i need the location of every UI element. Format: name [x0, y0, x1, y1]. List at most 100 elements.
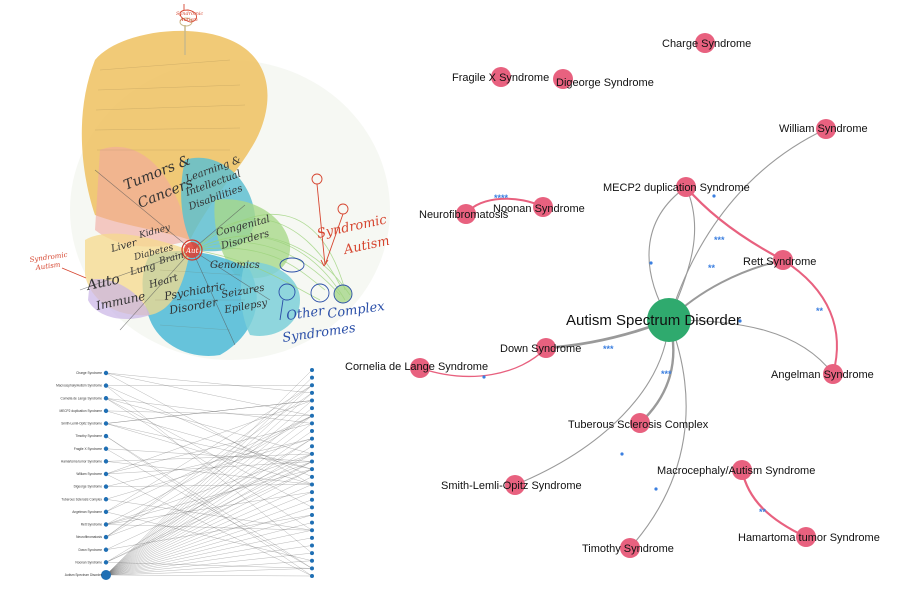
- bipartite-right-node: [310, 421, 314, 426]
- bipartite-left-label: Macrocephaly/Autism Syndrome: [56, 384, 102, 388]
- edge-asd-timothy: [629, 319, 687, 549]
- bipartite-edge: [105, 574, 313, 577]
- bipartite-right-node: [310, 444, 314, 449]
- node-timothy: [620, 538, 640, 558]
- bipartite-right-node: [310, 368, 314, 372]
- bipartite-left-label: William Syndrome: [76, 472, 102, 476]
- node-rett: [773, 250, 793, 270]
- bipartite-edge: [105, 448, 313, 569]
- bipartite-right-node: [310, 474, 314, 479]
- bipartite-right-node: [310, 482, 314, 487]
- bipartite-edge: [105, 499, 313, 531]
- label-fragilex: Fragile X Syndrome: [452, 72, 549, 84]
- bipartite-left-label: Noonan Syndrome: [75, 560, 102, 564]
- bipartite-edge: [105, 372, 313, 416]
- label-william: William Syndrome: [779, 123, 868, 135]
- label-angelman: Angelman Syndrome: [771, 369, 874, 381]
- note-hub: Aut: [185, 247, 199, 255]
- bipartite-left-node: [103, 484, 109, 489]
- bipartite-edge: [105, 398, 313, 424]
- node-hamartoma: [796, 527, 816, 547]
- bipartite-edge: [105, 473, 313, 577]
- bipartite-edge: [105, 415, 313, 525]
- bipartite-edge: [105, 392, 313, 538]
- bipartite-right-node: [310, 551, 314, 556]
- node-neurofib: [456, 204, 476, 224]
- bipartite-left-label: Charge Syndrome: [76, 371, 102, 375]
- bipartite-edge: [105, 410, 313, 416]
- bipartite-edge: [105, 415, 313, 576]
- bipartite-right-node: [310, 398, 314, 403]
- bipartite-edge: [105, 400, 313, 475]
- sig-mecp2-rett: ***: [714, 235, 725, 245]
- bipartite-edge: [105, 469, 313, 563]
- bipartite-edge: [105, 446, 313, 576]
- bipartite-edge: [105, 398, 313, 531]
- node-william: [816, 119, 836, 139]
- bipartite-right-node: [310, 490, 314, 495]
- congenital-cluster: [214, 199, 291, 279]
- bipartite-right-node: [310, 574, 314, 578]
- bipartite-left-label: Neurofibromatosis: [76, 535, 102, 539]
- bipartite-left-node: [103, 421, 109, 426]
- bipartite-edge: [105, 522, 313, 576]
- bipartite-edge: [105, 484, 313, 487]
- syndrome-network: **** *** ** ** *** *** **: [345, 33, 880, 558]
- edge-asd-william: [668, 128, 827, 321]
- note-auto: Auto: [84, 271, 122, 294]
- sig-asd-rett: **: [708, 263, 716, 273]
- bipartite-edge: [105, 514, 313, 550]
- bipartite-left-node: [103, 459, 109, 464]
- bipartite-edge: [105, 562, 313, 569]
- label-hub: Autism Spectrum Disorder: [566, 312, 741, 329]
- node-cornelia: [410, 358, 430, 378]
- node-tuberous: [630, 413, 650, 433]
- label-smith: Smith-Lemli-Opitz Syndrome: [441, 480, 582, 492]
- bipartite-right-node: [310, 543, 314, 548]
- node-fragilex: [491, 67, 511, 87]
- bipartite-right-node: [310, 505, 314, 510]
- bipartite-edge: [105, 514, 313, 576]
- bipartite-left-label: Digeorge Syndrome: [74, 485, 103, 489]
- bipartite-right-node: [310, 406, 314, 411]
- bipartite-edge: [105, 499, 313, 576]
- bipartite-right-node: [310, 459, 314, 464]
- bipartite-edge: [105, 461, 313, 485]
- node-angelman: [823, 364, 843, 384]
- bipartite-right-node: [310, 436, 314, 441]
- bipartite-edge: [105, 400, 313, 424]
- bipartite-left-node: [101, 570, 111, 580]
- node-noonan: [533, 197, 553, 217]
- bipartite-right-node: [310, 390, 314, 395]
- edge-asd-smith: [514, 319, 670, 486]
- bipartite-left-label: Hamartoma tumor Syndrome: [61, 459, 102, 463]
- bipartite-left-label: Smith-Lemli-Opitz Syndrome: [61, 422, 102, 426]
- bipartite-left-label: Cornelia de Lange Syndrome: [61, 396, 103, 400]
- node-charge: [695, 33, 715, 53]
- edge-rett-angelman: [782, 259, 838, 375]
- label-noonan: Noonan Syndrome: [493, 203, 585, 215]
- bipartite-edge: [105, 400, 313, 576]
- bipartite-edge: [105, 415, 313, 513]
- bipartite-left-label: Autism Spectrum Disorder: [65, 573, 103, 577]
- bipartite-edge: [105, 372, 313, 394]
- sig-rett-angelman: **: [816, 306, 824, 316]
- label-digeorge: Digeorge Syndrome: [556, 77, 654, 89]
- bipartite-edge: [105, 453, 313, 462]
- bipartite-edge: [105, 385, 313, 538]
- bipartite-left-node: [103, 547, 109, 552]
- bipartite-right-node: [310, 566, 314, 571]
- bipartite-edge: [105, 423, 313, 485]
- bipartite-edge: [105, 461, 313, 563]
- label-neurofib: Neurofibromatosis: [419, 209, 509, 221]
- bipartite-edge: [105, 461, 313, 576]
- edge-down-cornelia: [419, 347, 547, 378]
- sig-macro-hamartoma: **: [759, 507, 767, 517]
- bipartite-edge: [105, 507, 313, 576]
- bipartite-right-node: [310, 512, 314, 517]
- sig-asd-tuberous: ***: [661, 369, 672, 379]
- bipartite-edge: [105, 385, 313, 513]
- note-genomics: Genomics: [210, 260, 260, 271]
